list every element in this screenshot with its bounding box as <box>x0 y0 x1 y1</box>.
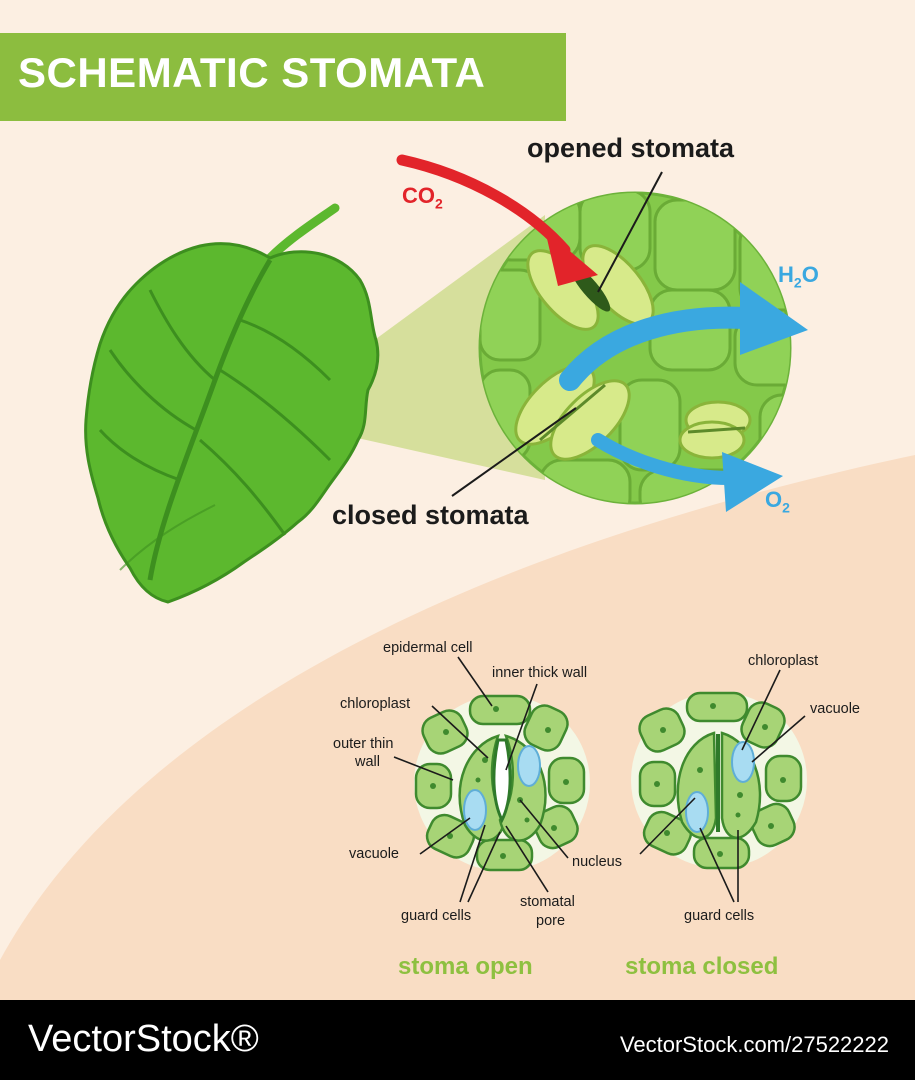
label-chloroplast-closed: chloroplast <box>748 653 819 669</box>
caption-stoma-open: stoma open <box>398 953 533 980</box>
caption-stoma-closed: stoma closed <box>625 953 779 980</box>
label-stomatal-pore-line1: stomatal <box>520 894 575 910</box>
label-guard-cells-closed: guard cells <box>684 908 755 924</box>
page-title: SCHEMATIC STOMATA <box>18 49 486 96</box>
o2-subscript: 2 <box>782 499 790 516</box>
title-banner <box>0 33 566 121</box>
closed-stomata-pointer <box>451 407 577 497</box>
h2o-o-text: O <box>801 262 819 287</box>
label-o2: O2 <box>765 487 790 515</box>
footer-brand: VectorStock® <box>28 1018 259 1060</box>
label-inner-thick-wall: inner thick wall <box>492 665 588 681</box>
label-chloroplast-open: chloroplast <box>340 696 411 712</box>
stoma-closed-icon <box>631 691 807 870</box>
footer-bar: VectorStock® VectorStock.com/27522222 <box>0 1000 915 1080</box>
co2-arrow-icon <box>396 154 598 286</box>
label-outer-thin-wall-line1: outer thin <box>333 736 394 752</box>
open-diagram-pointers <box>393 656 569 903</box>
co2-text: CO <box>402 183 435 208</box>
label-opened-stomata: opened stomata <box>527 133 735 163</box>
label-nucleus: nucleus <box>572 854 622 870</box>
label-vacuole-closed: vacuole <box>810 701 860 717</box>
stoma-open-icon <box>414 694 590 872</box>
label-stomatal-pore-line2: pore <box>536 913 566 929</box>
closed-diagram-pointers <box>639 669 806 903</box>
o2-arrow-icon <box>591 433 783 512</box>
diagram-artwork <box>0 154 915 1000</box>
leaf-icon <box>84 203 380 604</box>
label-epidermal-cell: epidermal cell <box>383 640 473 656</box>
h2o-arrow-icon <box>559 282 808 391</box>
label-h2o: H2O <box>778 262 819 290</box>
co2-subscript: 2 <box>435 195 443 212</box>
label-outer-thin-wall-line2: wall <box>355 754 380 770</box>
label-co2: CO2 <box>402 183 443 211</box>
label-guard-cells-open: guard cells <box>401 908 472 924</box>
footer-image-id: VectorStock.com/27522222 <box>619 1032 889 1057</box>
opened-stomata-pointer <box>597 171 663 293</box>
h2o-subscript: 2 <box>793 274 802 291</box>
label-vacuole-open: vacuole <box>349 846 399 862</box>
o2-text: O <box>765 487 783 512</box>
h2o-h-text: H <box>778 262 794 287</box>
label-closed-stomata: closed stomata <box>332 500 529 530</box>
